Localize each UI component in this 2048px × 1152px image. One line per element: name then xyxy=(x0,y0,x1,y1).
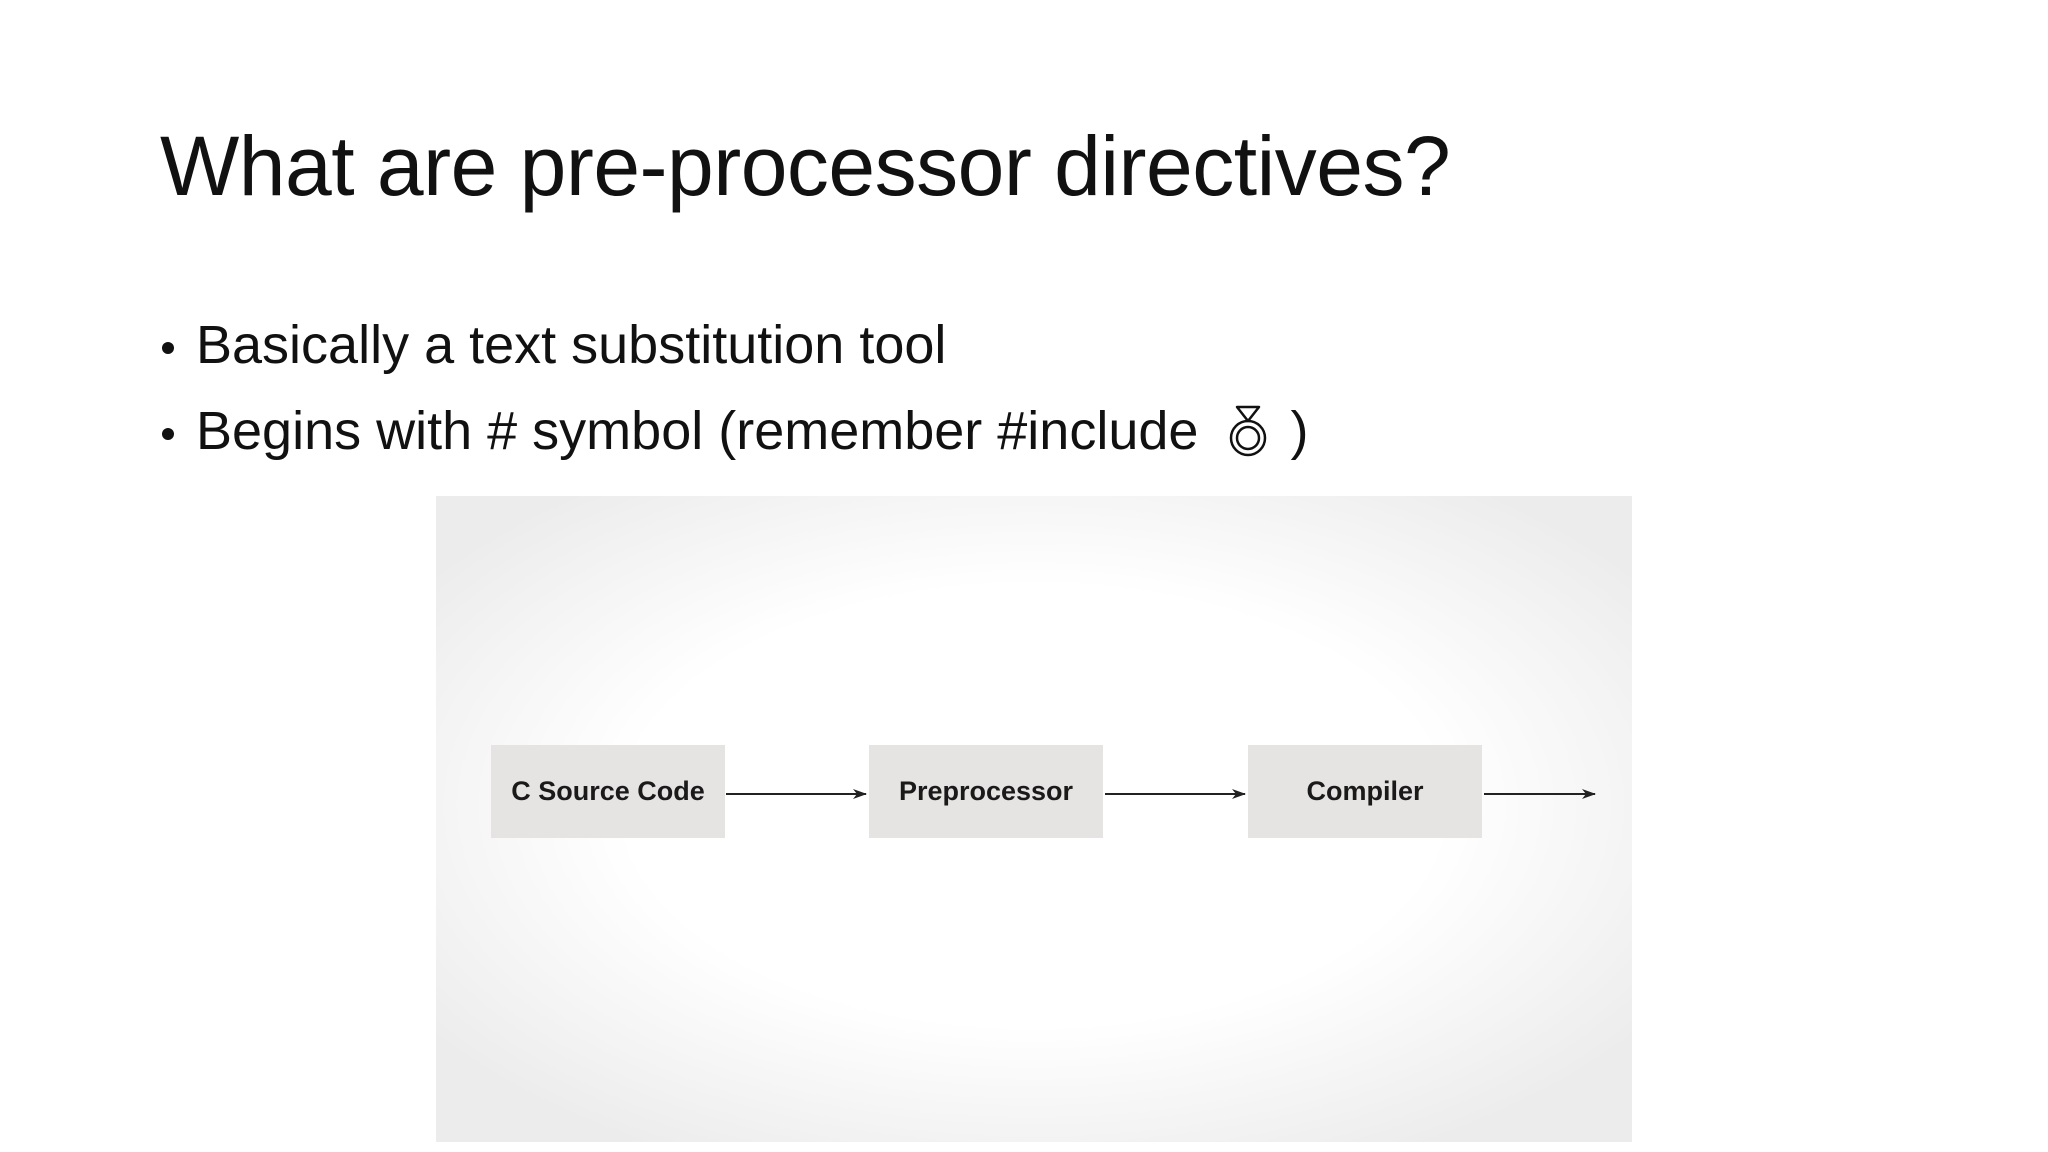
node-c-source-code: C Source Code xyxy=(491,745,725,838)
ring-icon xyxy=(1230,405,1267,457)
node-compiler: Compiler xyxy=(1248,745,1482,838)
bullet-list: Basically a text substitution tool Begin… xyxy=(158,310,1308,482)
node-label: Compiler xyxy=(1306,776,1424,806)
bullet-dot xyxy=(162,342,174,354)
bullet-dot xyxy=(162,428,174,440)
compilation-flow-diagram: C Source Code Preprocessor Compiler xyxy=(436,496,1632,1142)
bullet-item: Basically a text substitution tool xyxy=(158,310,1308,396)
bullet-text: Begins with # symbol (remember #include xyxy=(196,401,1199,461)
node-label: C Source Code xyxy=(511,776,705,806)
slide-title: What are pre-processor directives? xyxy=(160,119,1451,213)
node-preprocessor: Preprocessor xyxy=(869,745,1103,838)
bullet-text: Basically a text substitution tool xyxy=(196,315,947,375)
bullet-text-end: ) xyxy=(1290,401,1309,461)
diagram-arrows xyxy=(726,789,1596,799)
bullet-item: Begins with # symbol (remember #include … xyxy=(158,396,1308,482)
node-label: Preprocessor xyxy=(898,776,1074,806)
